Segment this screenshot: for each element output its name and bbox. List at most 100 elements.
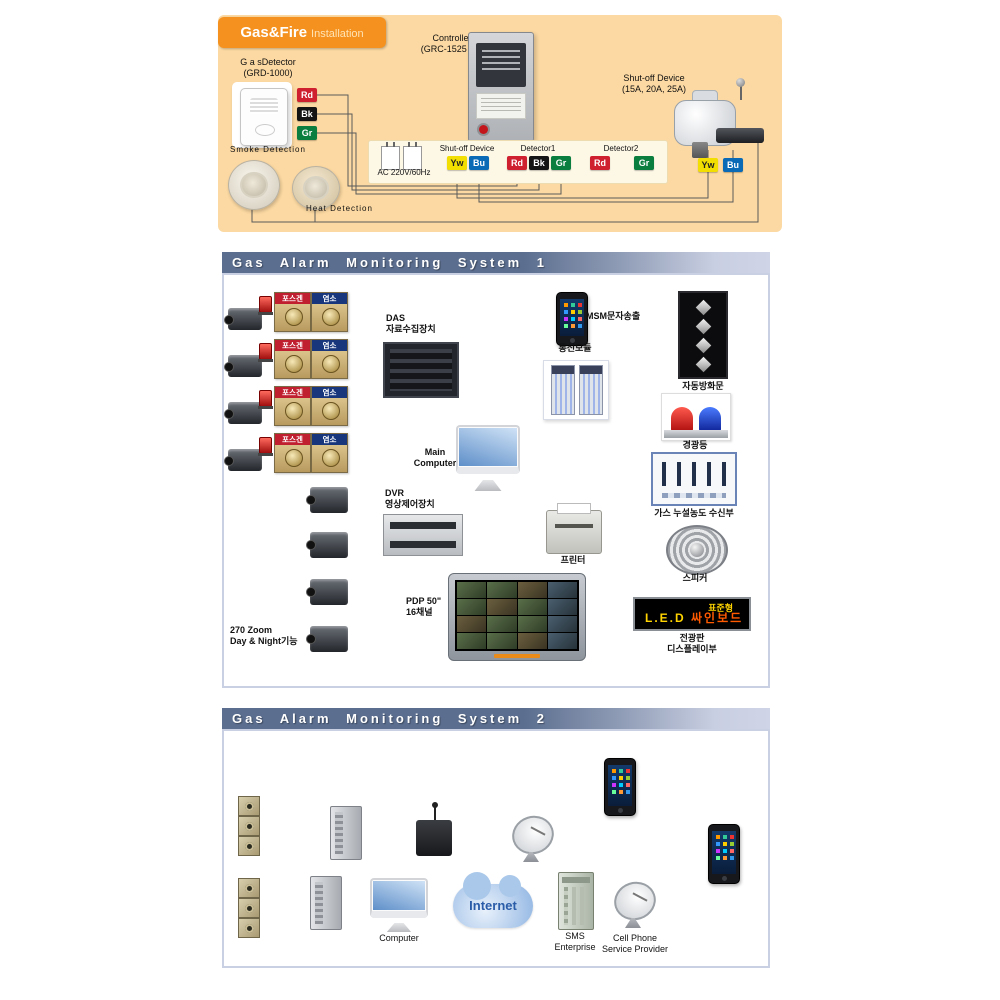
gas-sensor-icon <box>238 816 260 836</box>
controller-plate-text <box>481 98 521 112</box>
camera-lens <box>306 494 316 505</box>
gas-detector-label: G a sDetector (GRD-1000) <box>240 57 296 79</box>
internet-cloud: Internet <box>453 872 533 928</box>
detector-gauge <box>321 307 340 326</box>
gas-sensor-icon <box>238 918 260 938</box>
cell-provider-label: Cell Phone Service Provider <box>601 933 669 955</box>
gas-receiver-label: 가스 누설농도 수신부 <box>654 508 734 518</box>
terminal-d1-gr: Gr <box>551 156 571 170</box>
heat-detector-ring <box>303 176 329 200</box>
das-rack-image <box>383 342 459 398</box>
wire-chip-rd: Rd <box>297 88 317 102</box>
phone-screen <box>560 299 584 336</box>
warning-beacon-image <box>661 393 731 441</box>
receiver-strip <box>662 493 726 498</box>
detector-phosgene-label: 포스겐 <box>275 387 310 398</box>
alarm-beacon-icon <box>258 296 273 315</box>
comm-tower <box>551 365 575 415</box>
heat-detector-image <box>292 166 340 210</box>
mobile-phone-icon <box>708 824 740 884</box>
camera-lens <box>306 586 316 597</box>
phone-screen <box>712 831 736 874</box>
detector-chlorine: 염소 <box>311 386 348 426</box>
speaker-image <box>666 525 728 575</box>
detector-chlorine: 염소 <box>311 339 348 379</box>
cctv-camera-icon <box>224 402 262 424</box>
imac-stand <box>474 479 502 491</box>
system1-header: Gas Alarm Monitoring System 1 <box>222 252 770 273</box>
led-line1: 표준형 <box>708 603 733 613</box>
detector-phosgene: 포스겐 <box>274 292 311 332</box>
heat-detection-label: Heat Detection <box>306 204 373 213</box>
satellite-dish-image <box>609 876 661 928</box>
main-computer-label: Main Computer <box>413 447 457 469</box>
imac-screen <box>456 425 520 474</box>
camera-lens <box>306 633 316 644</box>
zoom-camera-icon <box>306 579 348 605</box>
warning-beacon-label: 경광등 <box>682 440 708 450</box>
dish-base <box>625 918 641 928</box>
door-emblem <box>695 337 711 354</box>
rack-slots <box>390 349 452 391</box>
fire-door-label: 자동방화문 <box>682 381 724 391</box>
msm-label: MSM문자송출 <box>586 311 641 321</box>
camera-lens <box>306 539 316 550</box>
power-plug-1 <box>381 142 400 170</box>
terminal-group-detector1-label: Detector1 <box>520 144 556 153</box>
dvr-label: DVR 영상제어장치 <box>385 488 435 510</box>
cctv-camera-icon <box>224 355 262 377</box>
imac-stand <box>386 922 412 932</box>
ac-power-label: AC 220V/60Hz <box>377 168 431 177</box>
terminal-d1-bk: Bk <box>529 156 549 170</box>
alarm-beacon-icon <box>258 343 273 362</box>
sms-enterprise-label: SMS Enterprise <box>554 931 596 953</box>
cctv-camera-icon <box>224 449 262 471</box>
detector-phosgene: 포스겐 <box>274 339 311 379</box>
speaker-label: 스피커 <box>682 573 708 583</box>
phone-app-grid <box>612 769 616 773</box>
terminal-d2-gr: Gr <box>634 156 654 170</box>
printer-label: 프린터 <box>560 555 586 565</box>
imac-display <box>373 881 425 910</box>
dish-pan <box>609 876 661 926</box>
terminal-group-shutoff-label: Shut-off Device <box>439 144 495 153</box>
detector-gauge <box>284 354 303 373</box>
system2-panel <box>222 729 770 968</box>
server-tower-image <box>330 806 362 860</box>
gas-receiver-image <box>651 452 737 506</box>
controller-image <box>468 32 534 142</box>
gas-sensor-icon <box>238 878 260 898</box>
detector-phosgene: 포스겐 <box>274 433 311 473</box>
badge-sub-text: Installation <box>311 28 364 40</box>
gas-sensor-icon <box>238 796 260 816</box>
comm-module-image <box>543 360 609 420</box>
badge-main-text: Gas&Fire <box>240 24 308 41</box>
detector-gauge <box>284 448 303 467</box>
detector-phosgene: 포스겐 <box>274 386 311 426</box>
wireless-router-image <box>416 802 452 856</box>
detector-phosgene-label: 포스겐 <box>275 434 310 445</box>
valve-wire-bu: Bu <box>723 158 743 172</box>
system2-header: Gas Alarm Monitoring System 2 <box>222 708 770 729</box>
door-emblem <box>695 356 711 373</box>
comm-tower <box>579 365 603 415</box>
detector-grille <box>250 98 278 114</box>
led-line2-board: 싸인보드 <box>691 611 744 625</box>
detector-chlorine-label: 염소 <box>312 293 347 304</box>
imac-display <box>459 428 517 466</box>
cctv-camera-icon <box>224 308 262 330</box>
valve-pipe <box>716 128 764 143</box>
zoom-camera-icon <box>306 532 348 558</box>
detector-chlorine-label: 염소 <box>312 387 347 398</box>
pdp-label: PDP 50" 16채널 <box>406 596 442 618</box>
receiver-gauges <box>662 462 666 486</box>
zoom-camera-label: 270 Zoom Day & Night기능 <box>230 625 298 647</box>
blue-dome <box>699 407 721 431</box>
dish-base <box>523 852 539 862</box>
terminal-group-detector2-label: Detector2 <box>603 144 639 153</box>
terminal-bu: Bu <box>469 156 489 170</box>
controller-red-button <box>479 125 488 134</box>
led-signboard-image: 표준형 L.E.D 싸인보드 <box>633 597 751 631</box>
